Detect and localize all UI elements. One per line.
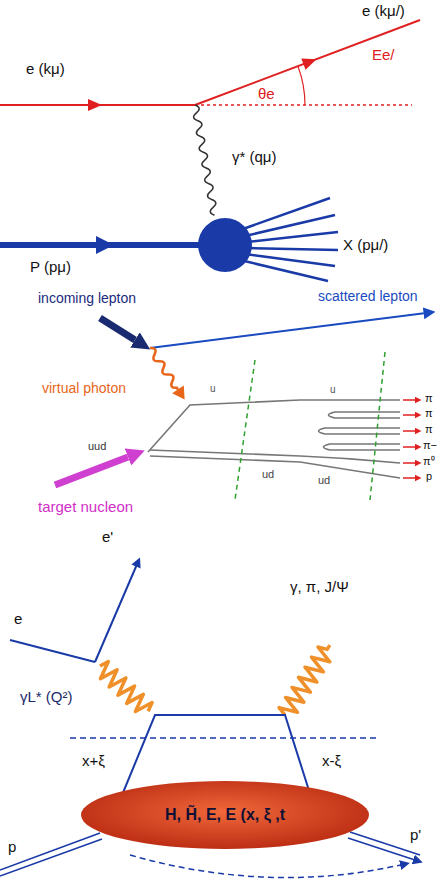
virtual-photon-spring <box>94 659 154 717</box>
time-slices <box>235 352 385 500</box>
particle-label: γ, π, J/Ψ <box>290 578 349 595</box>
scattered-electron <box>95 562 138 662</box>
gpd-ellipse: H, H̃, E, E (x, ξ ,t <box>80 780 370 850</box>
caption-label: virtual photon <box>42 380 126 396</box>
particle-label: e (kμ) <box>26 60 65 77</box>
hadron-label: π <box>425 407 433 420</box>
particle-label: X (pμ/) <box>343 236 388 253</box>
particle-label: P (pμ) <box>30 258 71 275</box>
beam-axis <box>195 104 412 106</box>
particle-label: γ* (qμ) <box>232 148 276 165</box>
particle-label: e' <box>102 528 113 545</box>
caption-label: scattered lepton <box>318 288 418 304</box>
scattered-lepton-line <box>150 313 426 348</box>
incoming-lepton-arrow <box>100 318 135 340</box>
hadron-label: π <box>425 392 433 405</box>
hadron-blob <box>198 218 252 272</box>
angle-label: θe <box>258 85 275 102</box>
outgoing-proton <box>348 832 420 861</box>
quark-label: u <box>210 383 216 395</box>
hadron-label: π− <box>423 439 437 452</box>
particle-label: p' <box>410 826 421 843</box>
momentum-label: x-ξ <box>322 752 341 769</box>
hadron-label: π⁰ <box>423 455 435 468</box>
particle-label: p <box>8 838 16 855</box>
incoming-electron <box>10 640 95 662</box>
virtual-photon <box>192 104 218 216</box>
angle-arc <box>298 66 305 105</box>
hadron-arrows <box>403 400 418 478</box>
energy-label: Ee/ <box>372 46 395 63</box>
hadron-label: p <box>426 470 432 483</box>
particle-label: γL* (Q²) <box>20 688 73 705</box>
caption-label: target nucleon <box>38 498 133 515</box>
gpd-blob <box>81 781 369 849</box>
caption-label: incoming lepton <box>38 290 136 306</box>
quark-lines <box>148 400 400 478</box>
virtual-photon <box>144 344 190 403</box>
arrowhead <box>301 54 318 70</box>
quark-label: uud <box>88 440 106 453</box>
gpd-label: H, H̃, E, E (x, ξ ,t <box>165 805 285 824</box>
quark-label: ud <box>262 468 274 481</box>
momentum-transfer-curve <box>130 855 405 878</box>
particle-label: e <box>14 610 22 627</box>
quark-label: u <box>330 384 336 396</box>
target-nucleon-arrow <box>55 457 128 485</box>
cut-line <box>70 737 380 738</box>
incoming-proton <box>0 833 102 876</box>
hadron-label: π <box>425 423 433 436</box>
momentum-label: x+ξ <box>82 752 105 769</box>
quark-label: ud <box>318 474 330 487</box>
arrowhead <box>88 99 102 111</box>
particle-label: e (kμ/) <box>362 2 405 19</box>
outgoing-photon-spring <box>277 640 337 720</box>
arrowhead <box>96 236 114 254</box>
scattered-electron <box>195 20 420 105</box>
hadron-jets <box>240 198 338 281</box>
